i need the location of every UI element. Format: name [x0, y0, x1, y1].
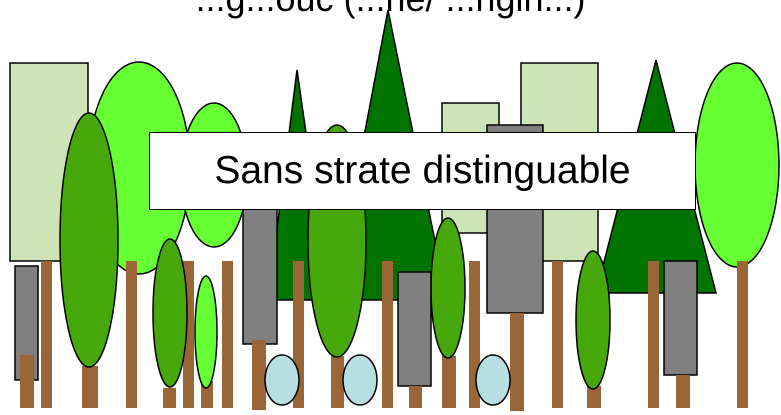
trunk-21: [737, 261, 748, 408]
mid-tree-right: [575, 250, 611, 390]
trunk-9: [252, 340, 266, 410]
trunk-11: [331, 356, 344, 408]
trunk-1: [20, 355, 34, 408]
trunk-20: [676, 375, 690, 408]
trunk-14: [442, 356, 456, 408]
gray-block-mid-low: [397, 271, 432, 387]
pale-shrub-1: [264, 354, 300, 406]
trunk-8: [222, 261, 233, 408]
trunk-5: [163, 388, 176, 408]
top-caption-cropped: ...g...ouc (...rie/ ...rigin...): [0, 0, 781, 20]
stratum-label-box: Sans strate distinguable: [149, 132, 696, 210]
trunk-13: [409, 386, 422, 408]
trunk-4: [126, 261, 137, 408]
trunk-2: [41, 261, 52, 408]
trunk-18: [587, 386, 601, 408]
mid-tree-tall-left: [59, 112, 119, 368]
bright-tree-right: [694, 62, 780, 268]
trunk-15: [469, 261, 480, 408]
pale-shrub-3: [475, 354, 511, 406]
trunk-17: [552, 261, 563, 408]
trunk-12: [382, 261, 393, 408]
trunk-19: [648, 261, 659, 408]
gray-block-left: [242, 199, 278, 345]
trunk-10: [293, 261, 304, 408]
pale-shrub-2: [342, 354, 378, 406]
trunk-16: [510, 313, 524, 411]
gray-block-right: [663, 260, 698, 376]
mid-tree-small-left: [152, 238, 188, 388]
trunk-6: [183, 261, 194, 408]
trunk-3: [82, 366, 98, 408]
mid-tree-center-right: [430, 217, 466, 359]
stratum-label: Sans strate distinguable: [214, 149, 631, 192]
bright-tree-small: [194, 275, 218, 389]
